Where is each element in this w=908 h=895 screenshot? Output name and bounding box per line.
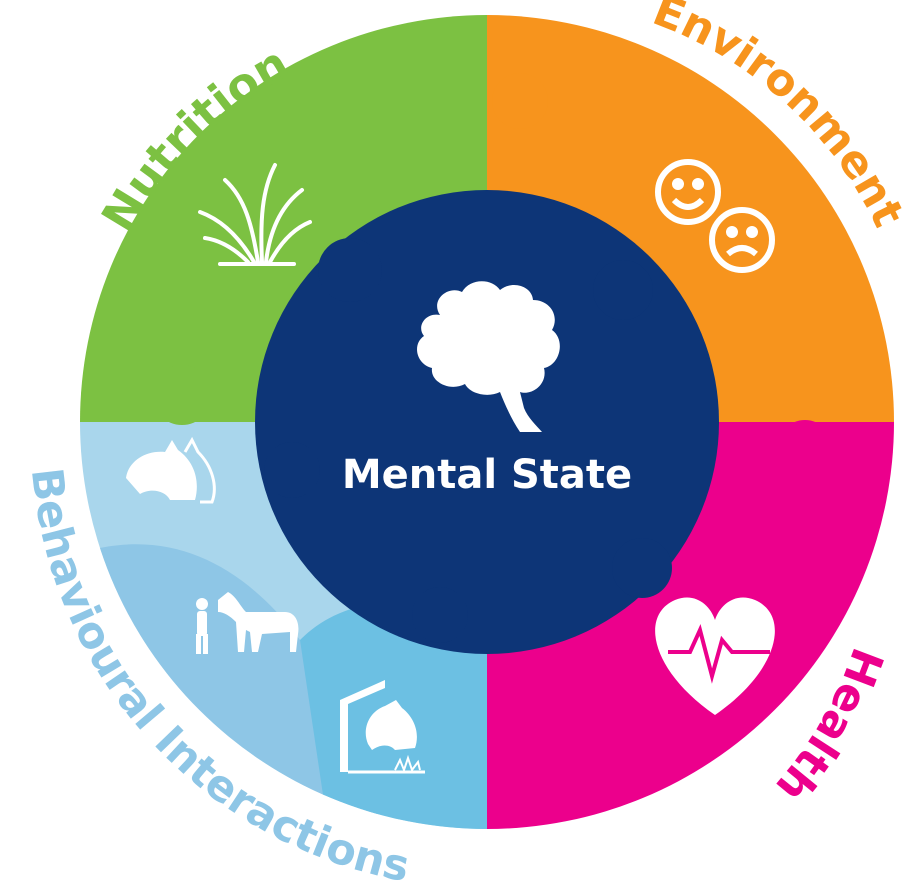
person-leading-horse-icon <box>196 592 299 654</box>
center-piece <box>255 190 719 654</box>
brain-icon <box>417 281 560 432</box>
happy-sad-faces-icon <box>655 159 775 273</box>
horse-in-shelter-icon <box>340 680 425 774</box>
two-horses-icon <box>126 436 216 504</box>
center-title: Mental State <box>342 452 632 498</box>
puzzle-tabs <box>152 73 833 770</box>
grass-icon <box>198 163 312 266</box>
heart-pulse-icon <box>655 597 775 715</box>
